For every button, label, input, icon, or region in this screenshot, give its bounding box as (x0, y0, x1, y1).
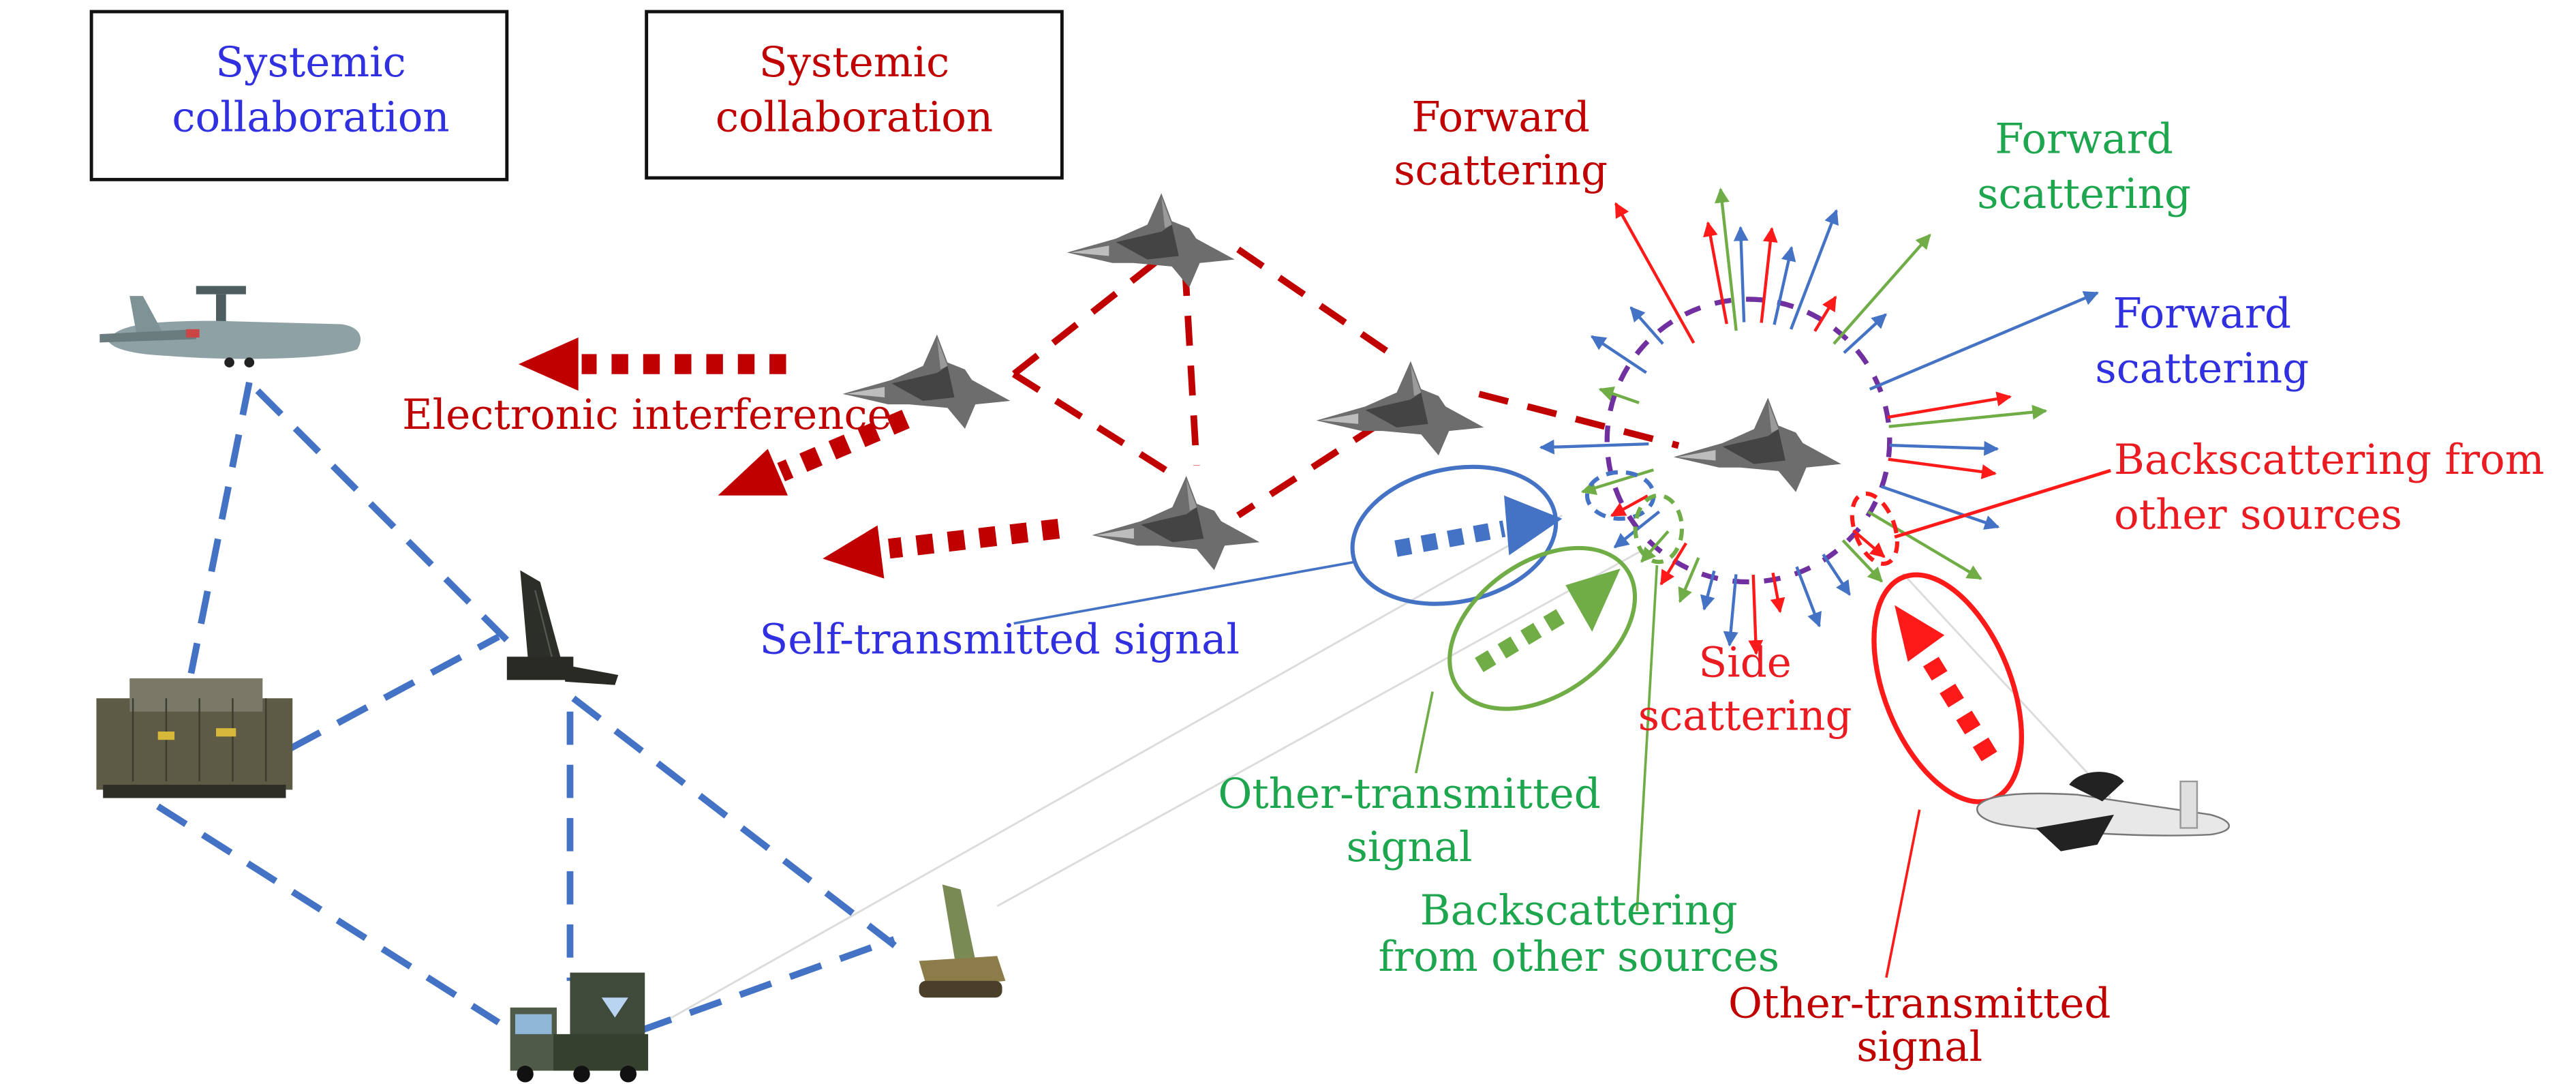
scatter-arrow (1629, 306, 1664, 345)
self-transmitted-signal (1013, 464, 1563, 625)
scattering-halo (1539, 187, 2099, 656)
scatter-arrow (1880, 485, 2000, 530)
scatter-arrow (1889, 440, 1999, 456)
scatter-arrow (1580, 468, 1655, 496)
scatter-arrow (1795, 566, 1822, 628)
green-backscatter-marker (1633, 493, 1685, 564)
backscatter-green-leader (1636, 565, 1659, 912)
electronic-interference-arrows (518, 337, 1060, 579)
side-scattering-line2: scattering (1638, 692, 1852, 740)
scatter-arrow (1640, 530, 1670, 563)
stealth-fighter-icon (1067, 193, 1235, 288)
scatter-arrow (1723, 574, 1738, 647)
scatter-arrow (1813, 295, 1837, 332)
scatter-arrow (1715, 187, 1738, 331)
backscatter-green-line2: from other sources (1379, 933, 1779, 981)
forward-scattering-red-line1: Forward (1411, 93, 1589, 142)
defense-network-links (156, 381, 900, 1034)
tracked-radar-vehicle-icon (919, 884, 1006, 998)
self-transmitted-label: Self-transmitted signal (759, 615, 1239, 663)
scatter-arrow (1614, 202, 1696, 344)
box-label-line2: collaboration (172, 93, 449, 142)
scatter-arrow (1598, 387, 1640, 404)
scatter-arrow (1869, 291, 2099, 391)
radar-shelter-icon (96, 678, 293, 798)
scatter-arrow (1833, 233, 1931, 345)
stealth-fighter-icon (1316, 361, 1484, 455)
scatter-arrow (1700, 570, 1716, 611)
scatter-arrow (1841, 539, 1883, 583)
other-transmitted-signal-green (1414, 545, 1638, 774)
box-label-line1: Systemic (215, 38, 405, 87)
backscatter-red-line2: other sources (2114, 490, 2402, 539)
interference-arrow (823, 518, 1060, 579)
scatter-arrow (1610, 494, 1649, 517)
scatter-arrow (1678, 557, 1700, 603)
forward-scattering-green-line2: scattering (1977, 170, 2191, 218)
scatter-arrow (1539, 439, 1649, 455)
backscatter-red-leader (1894, 468, 2111, 539)
radar-truck-icon (510, 972, 649, 1083)
scatter-arrow (1843, 313, 1887, 355)
scatter-arrows (1539, 187, 2099, 656)
other-transmitted-red-line1: Other-transmitted (1728, 979, 2111, 1027)
scatter-arrow (1888, 457, 1997, 479)
scatter-arrow (1760, 227, 1778, 323)
other-transmitted-red-line2: signal (1856, 1023, 1982, 1071)
systemic-collaboration-box-defense: Systemic collaboration (89, 10, 509, 181)
scatter-arrow (1852, 529, 1886, 558)
awacs-aircraft-icon (99, 286, 361, 367)
scatter-arrow (1703, 221, 1728, 325)
other-transmitted-green-line2: signal (1347, 823, 1473, 871)
stealth-fighter-icon (1674, 397, 1841, 492)
other-transmitted-green-line1: Other-transmitted (1218, 770, 1600, 818)
scatter-arrow (1867, 510, 1982, 580)
scatter-arrow (1748, 574, 1764, 656)
scatter-arrow (1790, 209, 1839, 330)
scatter-arrow (1590, 335, 1647, 374)
forward-scattering-red-line2: scattering (1394, 147, 1608, 195)
forward-scattering-blue-line1: Forward (2113, 289, 2291, 337)
red-backscatter-marker (1850, 492, 1899, 566)
forward-scattering-green-line1: Forward (1995, 115, 2173, 163)
scatter-arrow (1770, 572, 1785, 614)
systemic-collaboration-box-attack: Systemic collaboration (645, 10, 1064, 180)
scatter-arrow (1888, 404, 2048, 428)
box-label-line2: collaboration (716, 93, 993, 142)
awacs-aircraft-icon (1976, 772, 2230, 852)
other-transmitted-signal-red (1871, 572, 2025, 978)
scatter-arrow (1733, 226, 1749, 322)
forward-scattering-blue-line2: scattering (2095, 344, 2309, 393)
backscatter-green-line1: Backscattering (1420, 886, 1738, 935)
attack-network-links (1011, 246, 1680, 519)
scatter-arrow (1659, 542, 1687, 586)
radar-antenna-icon (506, 570, 619, 685)
stealth-fighter-icon (1092, 475, 1260, 571)
scatter-arrow (1773, 245, 1796, 325)
interference-arrow (718, 410, 910, 496)
scatter-arrow (1887, 391, 2012, 419)
side-scattering-line1: Side (1698, 639, 1791, 687)
backscatter-red-line1: Backscattering from (2114, 436, 2545, 484)
electronic-interference-label: Electronic interference (402, 391, 892, 439)
box-label-line1: Systemic (759, 38, 949, 87)
scatter-arrow (1822, 554, 1851, 597)
interference-arrow (518, 337, 786, 391)
